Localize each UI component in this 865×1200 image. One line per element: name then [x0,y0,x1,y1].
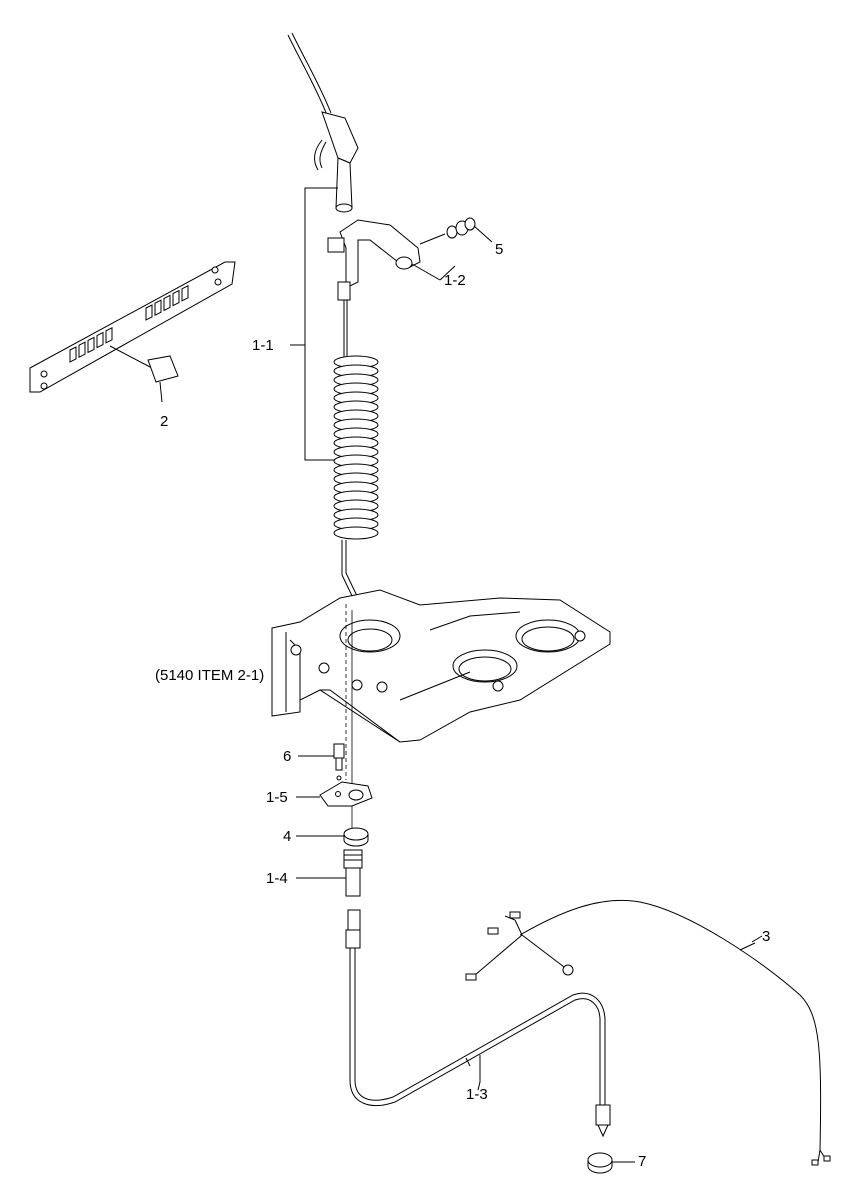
vent-slot [105,326,113,344]
blow-gun [287,32,359,213]
ring-4 [296,827,369,847]
coil-ring [333,526,379,540]
vent-slot [181,284,189,302]
vent-slot [163,294,171,312]
vent-slot [69,346,77,363]
vent-slot [172,289,180,307]
label-1-1: 1-1 [252,337,274,354]
bracket-1-1 [304,187,338,461]
hose-1-3 [349,948,611,1138]
screw-washer-5 [419,217,493,245]
vent-slot [87,336,95,354]
ring-7 [587,1152,635,1174]
coupler-1-4 [296,849,363,949]
vent-slot [145,304,153,321]
vent-slot [154,299,162,317]
holder-1-2 [327,219,441,289]
floor-plate [271,589,611,743]
label-5: 5 [495,241,504,258]
label-1-2: 1-2 [444,272,466,289]
label-3: 3 [762,928,771,945]
label-2: 2 [160,413,169,430]
vent-strip [29,261,236,403]
coil-hose [333,281,379,609]
label-7: 7 [638,1153,647,1170]
stud-6 [298,743,345,781]
label-reference: (5140 ITEM 2-1) [155,667,265,684]
label-6: 6 [283,748,292,765]
label-1-5: 1-5 [266,789,288,806]
vent-slot [96,331,104,349]
label-1-4: 1-4 [266,870,288,887]
label-1-3: 1-3 [466,1086,488,1103]
plate-1-5 [296,781,373,807]
harness-3 [465,899,831,1166]
label-4: 4 [283,828,292,845]
vent-slot [78,341,86,359]
